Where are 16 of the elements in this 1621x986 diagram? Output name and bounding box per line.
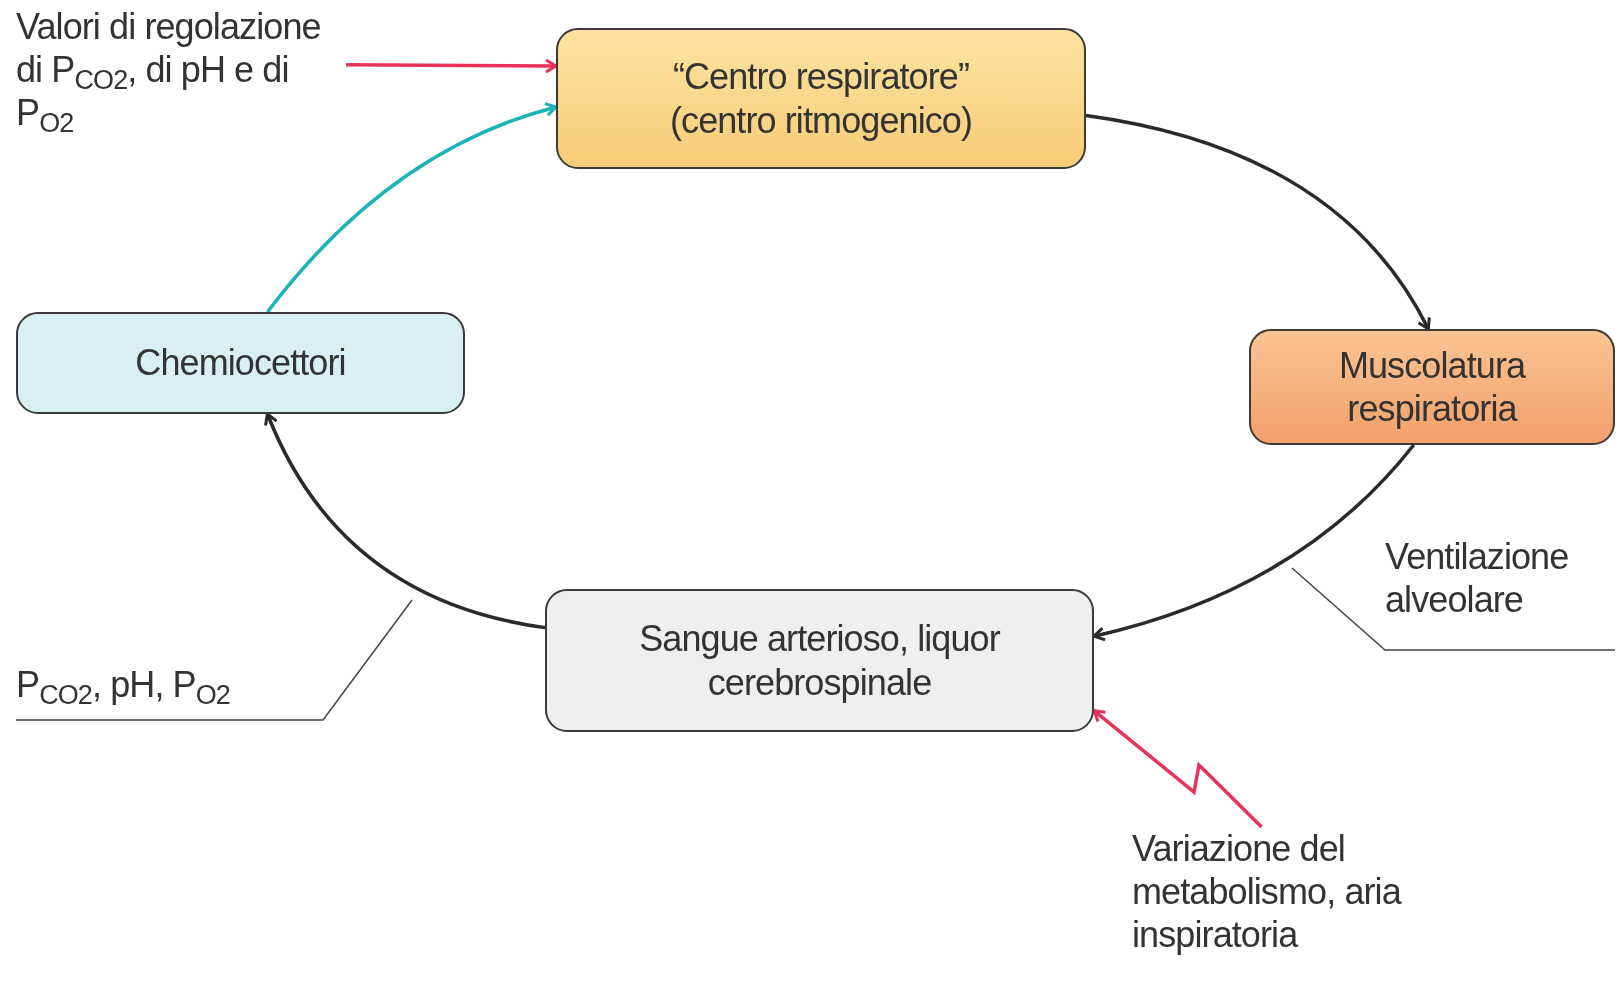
process-box: Chemiocettori	[16, 312, 465, 414]
arrow	[1092, 443, 1416, 642]
process-box: “Centro respiratore” (centro ritmogenico)	[556, 28, 1086, 169]
annotation-text: Valori di regolazione di P$_{CO2}$, di pH e di P$_{O2}$	[16, 5, 346, 176]
process-box: Sangue arterioso, liquor cerebrospinale	[545, 589, 1094, 732]
process-box: Muscolatura respiratoria	[1249, 329, 1615, 445]
arrow	[346, 58, 558, 74]
arrow	[266, 102, 558, 314]
annotation-text: Ventilazione alveolare	[1385, 535, 1615, 647]
leader-line	[15, 599, 413, 721]
arrow	[1092, 709, 1263, 829]
leader-line	[1291, 567, 1616, 651]
annotation-text: Variazione del metabolismo, aria inspiratoria	[1132, 827, 1492, 982]
annotation-text: P$_{CO2}$, pH, P$_{O2}$	[16, 652, 256, 718]
arrow	[264, 412, 546, 630]
arrow	[1085, 113, 1431, 331]
